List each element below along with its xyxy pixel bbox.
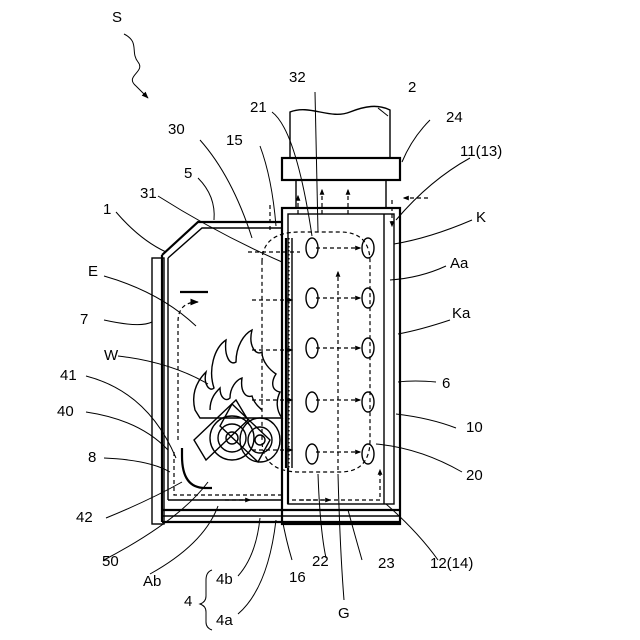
label-7: 7	[80, 311, 88, 328]
label-4b: 4b	[216, 571, 233, 588]
chimney-pipe	[290, 106, 390, 158]
leader-lines	[86, 92, 472, 630]
label-12-14: 12(14)	[430, 555, 473, 572]
label-S: S	[112, 9, 122, 26]
label-G: G	[338, 605, 350, 622]
flame-icon	[194, 330, 282, 418]
label-K: K	[476, 209, 486, 226]
heat-exchanger-housing	[282, 208, 400, 524]
s-pointer-arrow	[124, 34, 148, 98]
label-4a: 4a	[216, 612, 233, 629]
label-E: E	[88, 263, 98, 280]
label-W: W	[104, 347, 119, 364]
label-Ka: Ka	[452, 305, 471, 322]
label-15: 15	[226, 132, 243, 149]
label-Ab: Ab	[143, 573, 161, 590]
partition-wall	[286, 238, 292, 504]
label-16: 16	[289, 569, 306, 586]
label-31: 31	[140, 185, 157, 202]
label-22: 22	[312, 553, 329, 570]
label-50: 50	[102, 553, 119, 570]
label-20: 20	[466, 467, 483, 484]
label-32: 32	[289, 69, 306, 86]
inner-flame	[210, 378, 262, 410]
label-30: 30	[168, 121, 185, 138]
label-40: 40	[57, 403, 74, 420]
stove-body	[162, 222, 282, 522]
label-42: 42	[76, 509, 93, 526]
label-21: 21	[250, 99, 267, 116]
chimney-collar	[282, 158, 400, 180]
firewood-icon	[194, 400, 280, 462]
label-6: 6	[442, 375, 450, 392]
label-11-13: 11(13)	[460, 143, 502, 160]
label-23: 23	[378, 555, 395, 572]
label-Aa: Aa	[450, 255, 469, 272]
label-41: 41	[60, 367, 77, 384]
label-10: 10	[466, 419, 483, 436]
label-8: 8	[88, 449, 96, 466]
label-2: 2	[408, 79, 416, 96]
label-4: 4	[184, 593, 192, 610]
label-5: 5	[184, 165, 192, 182]
label-1: 1	[103, 201, 111, 218]
tube-row	[306, 238, 374, 464]
label-24: 24	[446, 109, 463, 126]
